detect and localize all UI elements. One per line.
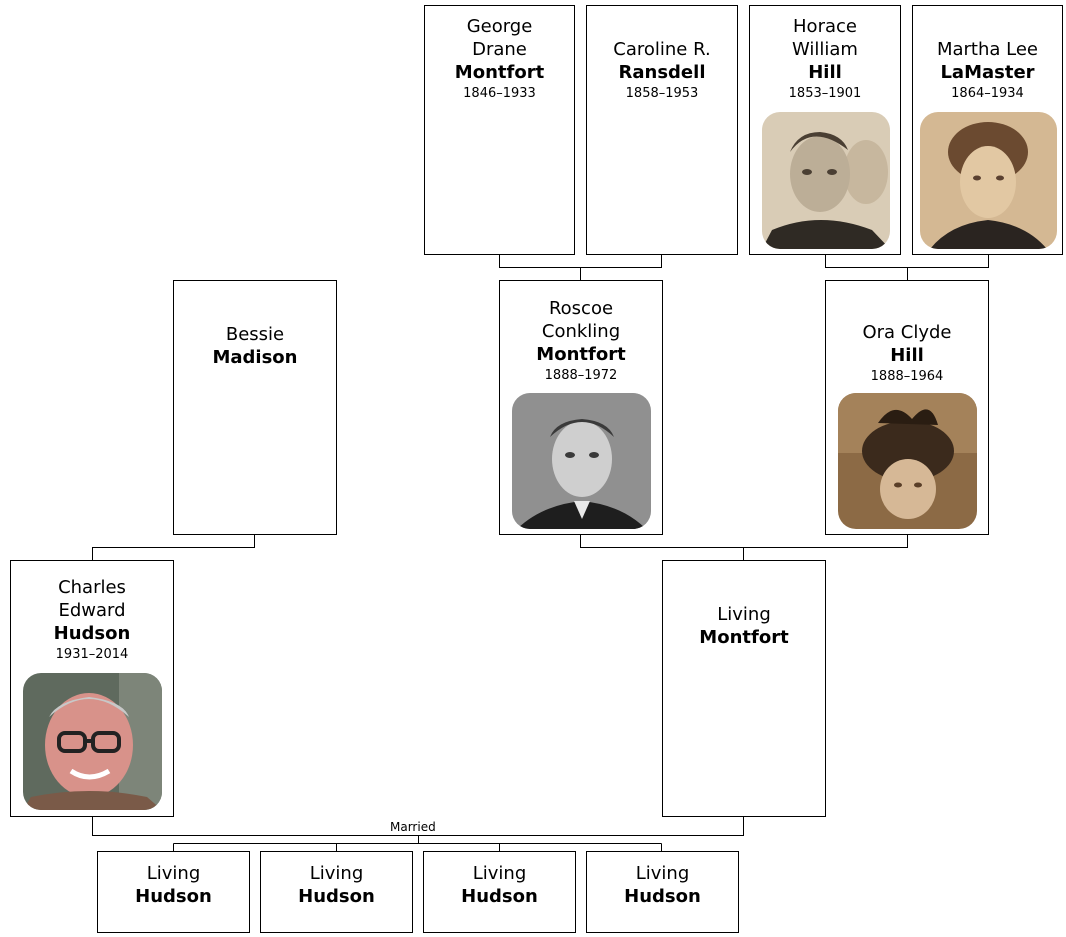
portrait-photo <box>512 393 651 529</box>
surname: Hudson <box>135 886 212 907</box>
portrait-photo <box>23 673 162 810</box>
married-label: Married <box>390 820 436 834</box>
person-card-child-2[interactable]: Living Hudson <box>260 851 413 933</box>
life-years: 1853–1901 <box>788 86 862 101</box>
surname: Hudson <box>461 886 538 907</box>
person-card-caroline-ransdell[interactable]: Caroline R. Ransdell 1858–1953 <box>586 5 738 255</box>
person-card-roscoe-montfort[interactable]: Roscoe Conkling Montfort 1888–1972 <box>499 280 663 535</box>
given-name: Living <box>309 863 364 884</box>
given-name: Living <box>146 863 201 884</box>
surname: Montfort <box>699 627 789 648</box>
surname: Hill <box>890 345 924 366</box>
given-name: Horace William <box>792 16 858 60</box>
surname: LaMaster <box>940 62 1035 83</box>
given-name: George Drane <box>466 16 533 60</box>
life-years: 1858–1953 <box>625 86 699 101</box>
given-name: Ora Clyde <box>862 322 952 343</box>
life-years: 1864–1934 <box>951 86 1024 101</box>
person-card-horace-hill[interactable]: Horace William Hill 1853–1901 <box>749 5 901 255</box>
surname: Hudson <box>624 886 701 907</box>
life-years: 1931–2014 <box>55 647 129 662</box>
given-name: Martha Lee <box>936 39 1039 60</box>
given-name: Roscoe Conkling <box>541 298 621 342</box>
life-years: 1888–1964 <box>870 369 944 384</box>
person-card-child-4[interactable]: Living Hudson <box>586 851 739 933</box>
person-card-child-3[interactable]: Living Hudson <box>423 851 576 933</box>
surname: Hudson <box>298 886 375 907</box>
person-card-child-1[interactable]: Living Hudson <box>97 851 250 933</box>
surname: Hill <box>808 62 842 83</box>
portrait-photo <box>762 112 890 249</box>
surname: Hudson <box>53 623 131 644</box>
person-card-ora-hill[interactable]: Ora Clyde Hill 1888–1964 <box>825 280 989 535</box>
portrait-photo <box>920 112 1057 249</box>
given-name: Living <box>472 863 527 884</box>
person-card-martha-lamaster[interactable]: Martha Lee LaMaster 1864–1934 <box>912 5 1063 255</box>
portrait-photo <box>838 393 977 529</box>
person-card-george-montfort[interactable]: George Drane Montfort 1846–1933 <box>424 5 575 255</box>
given-name: Charles Edward <box>58 577 126 621</box>
surname: Montfort <box>454 62 545 83</box>
person-card-bessie-madison[interactable]: Bessie Madison <box>173 280 337 535</box>
life-years: 1888–1972 <box>544 368 618 383</box>
surname: Ransdell <box>618 62 706 83</box>
surname: Madison <box>212 347 298 368</box>
given-name: Bessie <box>225 324 285 345</box>
surname: Montfort <box>536 344 626 365</box>
life-years: 1846–1933 <box>463 86 536 101</box>
person-card-living-montfort[interactable]: Living Montfort <box>662 560 826 817</box>
given-name: Living <box>717 604 771 625</box>
given-name: Caroline R. <box>613 39 711 60</box>
person-card-charles-hudson[interactable]: Charles Edward Hudson 1931–2014 <box>10 560 174 817</box>
given-name: Living <box>635 863 690 884</box>
